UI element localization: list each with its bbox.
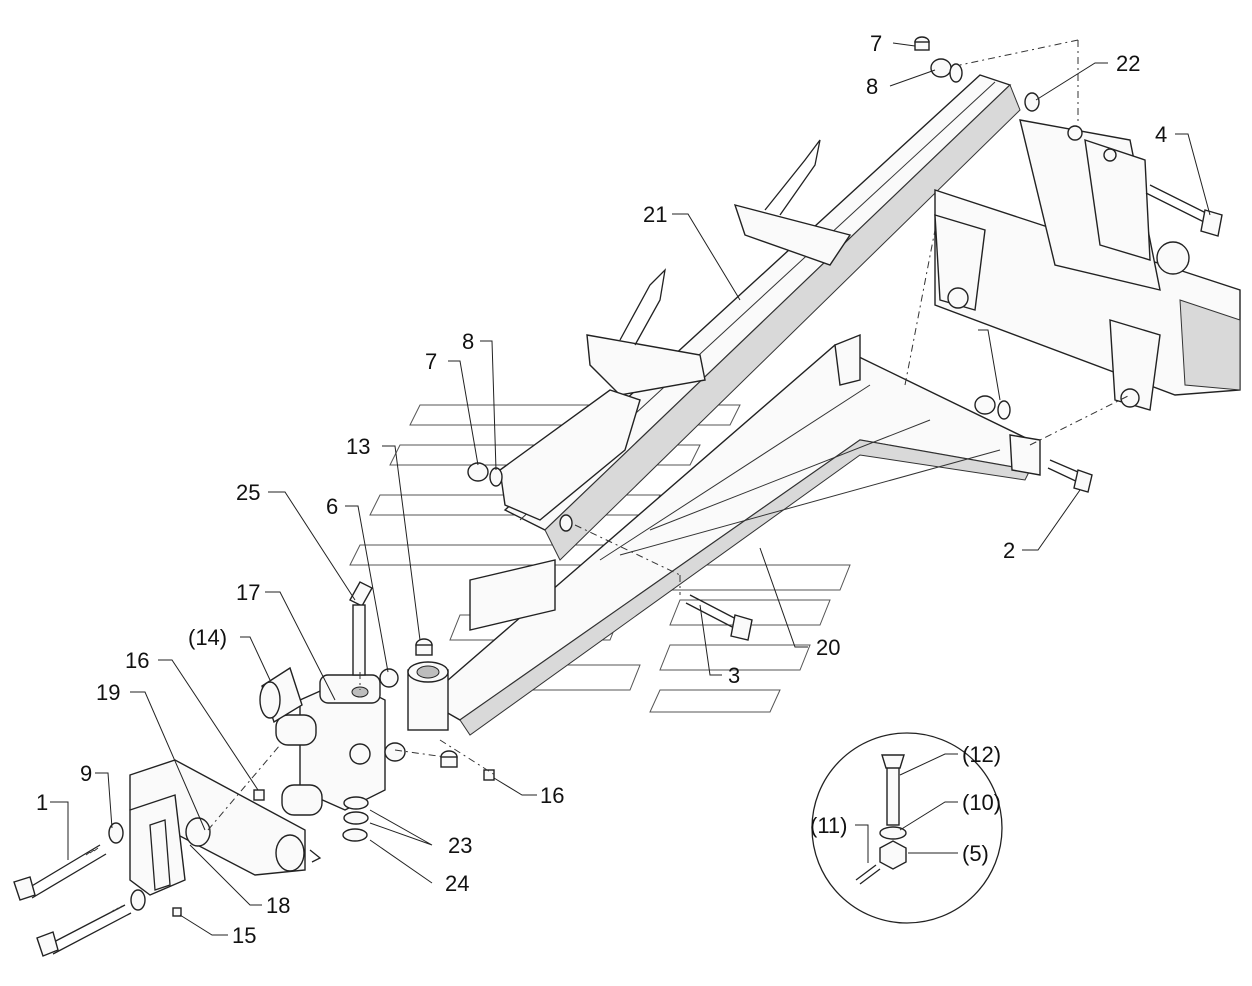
label-25: 25 <box>236 480 260 505</box>
label-17: 17 <box>236 580 260 605</box>
label-24: 24 <box>445 871 469 896</box>
label-3: 3 <box>728 663 740 688</box>
label-19: 19 <box>96 680 120 705</box>
label-13: 13 <box>346 434 370 459</box>
label-22: 22 <box>1116 51 1140 76</box>
label-9: 9 <box>80 761 92 786</box>
upper-drawbar <box>499 74 1021 561</box>
label-23: 23 <box>448 833 472 858</box>
pin-25 <box>349 581 373 676</box>
label-16-left: 16 <box>125 648 149 673</box>
label-6: 6 <box>326 494 338 519</box>
hitch-body <box>129 759 322 896</box>
rear-hitch-assembly <box>934 119 1241 411</box>
detail-callout <box>811 732 1003 924</box>
hitch-bracket <box>275 674 386 816</box>
main-frame <box>407 333 1041 736</box>
label-8-mid: 8 <box>462 329 474 354</box>
bolts <box>13 36 1223 957</box>
part-labels: 1 9 19 16 (14) 17 25 6 13 7 8 21 7 8 22 … <box>36 31 1167 948</box>
label-8-top: 8 <box>866 74 878 99</box>
assembly-lines <box>207 39 1131 831</box>
label-7-mid: 7 <box>425 349 437 374</box>
label-2: 2 <box>1003 538 1015 563</box>
label-11: (11) <box>810 813 848 838</box>
label-21: 21 <box>643 202 667 227</box>
label-15: 15 <box>232 923 256 948</box>
label-14: (14) <box>188 625 227 650</box>
label-4: 4 <box>1155 122 1167 147</box>
label-12: (12) <box>962 742 1001 767</box>
label-20: 20 <box>816 635 840 660</box>
label-10: (10) <box>962 790 1001 815</box>
label-1: 1 <box>36 790 48 815</box>
label-7-top: 7 <box>870 31 882 56</box>
label-18: 18 <box>266 893 290 918</box>
sleeve-14 <box>259 666 303 724</box>
label-16-right: 16 <box>540 783 564 808</box>
leader-lines <box>50 42 1211 936</box>
label-5: (5) <box>962 841 989 866</box>
